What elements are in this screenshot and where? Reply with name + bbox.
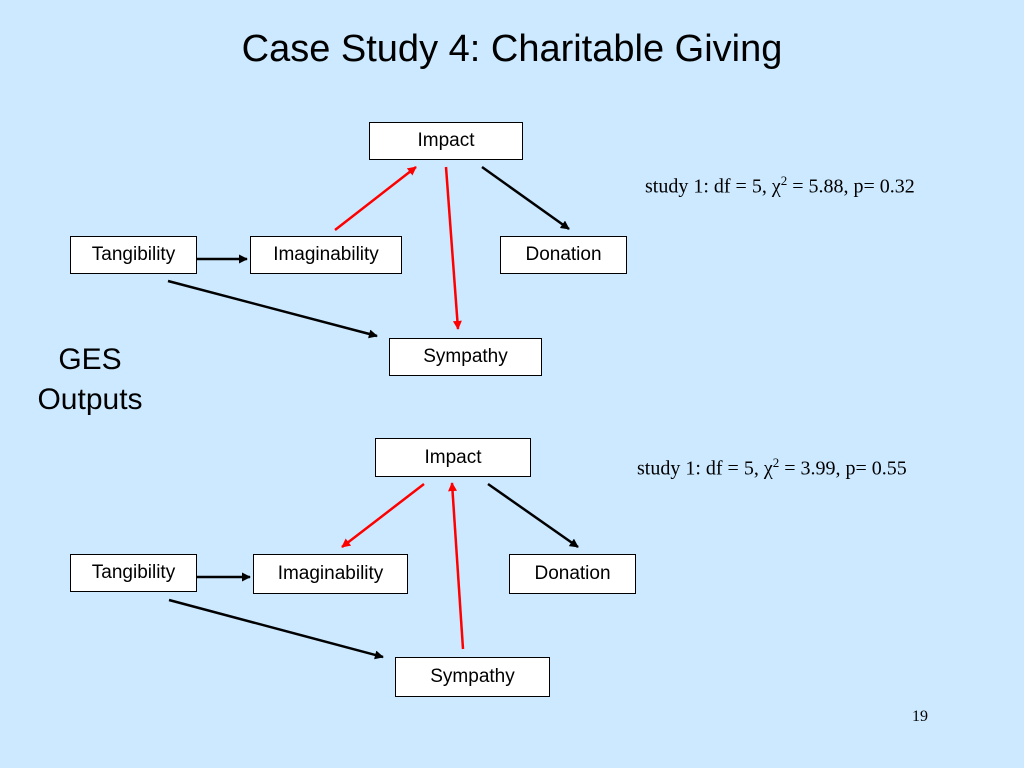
edge-top-tangibility-sympathy bbox=[167, 279, 378, 339]
node-top-donation: Donation bbox=[500, 236, 627, 274]
stats-top: study 1: df = 5, χ2 = 5.88, p= 0.32 bbox=[645, 173, 915, 199]
edge-bottom-sympathy-impact bbox=[448, 482, 465, 650]
edge-top-impact-sympathy bbox=[444, 166, 462, 330]
stats-top-prefix: study 1: df = 5, bbox=[645, 175, 772, 198]
stats-top-chi: χ bbox=[771, 175, 781, 198]
slide-title: Case Study 4: Charitable Giving bbox=[241, 28, 783, 70]
edge-bottom-impact-imaginability bbox=[341, 483, 425, 548]
stats-bottom: study 1: df = 5, χ2 = 3.99, p= 0.55 bbox=[637, 455, 907, 481]
page-number: 19 bbox=[912, 708, 928, 725]
side-label-line1: GES bbox=[58, 343, 122, 376]
node-top-sympathy: Sympathy bbox=[389, 338, 542, 376]
side-label-line2: Outputs bbox=[37, 383, 143, 416]
stats-bottom-rest: = 3.99, p= 0.55 bbox=[779, 457, 907, 480]
node-bottom-impact: Impact bbox=[375, 438, 531, 477]
edge-bottom-tangibility-sympathy bbox=[168, 598, 384, 660]
stats-bottom-chi: χ bbox=[763, 457, 773, 480]
stats-bottom-prefix: study 1: df = 5, bbox=[637, 457, 764, 480]
stats-top-rest: = 5.88, p= 0.32 bbox=[787, 175, 915, 198]
edge-top-impact-donation bbox=[481, 165, 570, 231]
node-bottom-donation: Donation bbox=[509, 554, 636, 594]
node-bottom-tangibility: Tangibility bbox=[70, 554, 197, 592]
stats-bottom-sup: 2 bbox=[772, 455, 780, 470]
ges-outputs-label: GES Outputs bbox=[20, 340, 160, 420]
node-bottom-imaginability: Imaginability bbox=[253, 554, 408, 594]
node-bottom-sympathy: Sympathy bbox=[395, 657, 550, 697]
stats-top-sup: 2 bbox=[780, 173, 788, 188]
node-top-imaginability: Imaginability bbox=[250, 236, 402, 274]
edge-top-imaginability-impact bbox=[334, 166, 417, 231]
node-top-tangibility: Tangibility bbox=[70, 236, 197, 274]
node-top-impact: Impact bbox=[369, 122, 523, 160]
edge-bottom-impact-donation bbox=[487, 482, 579, 549]
